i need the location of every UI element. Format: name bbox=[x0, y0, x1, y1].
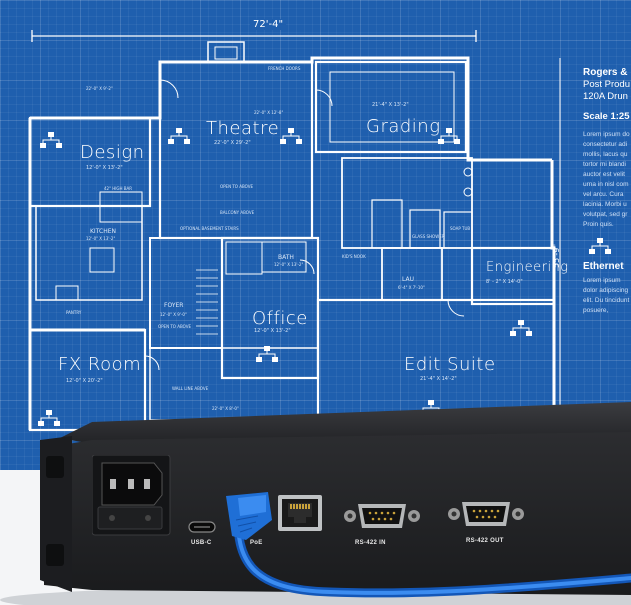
company-line-2: 120A Drun bbox=[583, 91, 628, 102]
overall-width-dimension: 72'-4" bbox=[250, 19, 287, 30]
room-design-label: Design bbox=[80, 142, 145, 163]
info-panel: Rogers & Post Produ 120A Drun Scale 1:25… bbox=[583, 66, 631, 316]
network-icon bbox=[280, 128, 302, 144]
company-name: Rogers & bbox=[583, 67, 628, 78]
label-glass-shower: GLASS SHOWER bbox=[412, 234, 445, 239]
network-icon bbox=[510, 320, 532, 336]
network-icon bbox=[40, 132, 62, 148]
room-kitchen-size: 12'-0" X 13'-2" bbox=[86, 236, 116, 241]
label-high-bar: 42" HIGH BAR bbox=[104, 186, 133, 191]
network-icon bbox=[589, 238, 611, 254]
ethernet-body-text: Lorem ipsum dolor adipiscing elit. Du ti… bbox=[583, 277, 630, 314]
network-icon bbox=[168, 128, 190, 144]
ethernet-port-icon[interactable] bbox=[278, 495, 322, 531]
room-office-label: Office bbox=[252, 308, 308, 329]
room-pantry-label: PANTRY bbox=[66, 310, 82, 315]
room-engineering-label: Engineering bbox=[486, 260, 569, 275]
room-grading-size: 21'-4" X 13'-2" bbox=[372, 102, 409, 108]
network-icon bbox=[256, 346, 278, 362]
room-theatre-label: Theatre bbox=[206, 118, 280, 139]
room-fx-size: 12'-0" X 20'-2" bbox=[66, 378, 103, 384]
port-label-poe: PoE bbox=[250, 540, 263, 546]
label-open-above: OPEN TO ABOVE bbox=[220, 184, 253, 189]
label-open-foyer: OPEN TO ABOVE bbox=[158, 324, 191, 329]
room-lau-label: LAU bbox=[402, 276, 414, 283]
label-dim-bottom: 22'-0" X 8'-0" bbox=[212, 406, 239, 411]
room-bath-size: 12'-0" X 13'-2" bbox=[274, 262, 304, 267]
port-label-rs422-in: RS-422 IN bbox=[355, 540, 386, 546]
label-optional-basement: OPTIONAL BASEMENT STAIRS bbox=[180, 226, 239, 231]
label-dim-theatre-alt: 22'-0" X 12'-8" bbox=[254, 110, 284, 115]
company-line-1: Post Produ bbox=[583, 79, 630, 90]
ethernet-cable bbox=[226, 492, 631, 598]
room-office-size: 12'-0" X 13'-2" bbox=[254, 328, 291, 334]
info-body-text: Lorem ipsum do consectetur adi mollis, l… bbox=[583, 131, 630, 228]
port-label-usb-c: USB-C bbox=[191, 540, 212, 546]
room-design-size: 12'-0" X 13'-2" bbox=[86, 165, 123, 171]
room-bath-label: BATH bbox=[278, 254, 294, 261]
room-fx-label: FX Room bbox=[58, 354, 142, 375]
room-engineering-size: 8' - 2" X 14'-0" bbox=[486, 279, 523, 285]
port-label-rs422-out: RS-422 OUT bbox=[466, 538, 504, 544]
db9-connector-icon[interactable] bbox=[342, 500, 422, 532]
room-edit-suite-label: Edit Suite bbox=[404, 354, 496, 375]
network-icon bbox=[438, 128, 460, 144]
label-wall-line-above: WALL LINE ABOVE bbox=[172, 386, 209, 391]
room-kitchen-label: KITCHEN bbox=[90, 228, 116, 235]
label-kids-nook: KID'S NOOK bbox=[342, 254, 366, 259]
floor-plan bbox=[28, 30, 561, 432]
room-lau-size: 6'-4" X 7'-10" bbox=[398, 285, 425, 290]
label-french-doors: FRENCH DOORS bbox=[268, 66, 301, 71]
room-foyer-label: FOYER bbox=[164, 302, 184, 309]
label-balcony-above: BALCONY ABOVE bbox=[220, 210, 255, 215]
scale-label: Scale 1:25 bbox=[583, 111, 630, 122]
ethernet-heading: Ethernet bbox=[583, 261, 624, 272]
label-dim-top-left: 22'-0" X 9'-2" bbox=[86, 86, 113, 91]
power-inlet-icon bbox=[92, 455, 171, 536]
db9-connector-icon[interactable] bbox=[446, 498, 526, 530]
label-soap-tub: SOAP TUB bbox=[450, 226, 471, 231]
room-grading-label: Grading bbox=[366, 116, 441, 137]
device-chassis bbox=[0, 402, 631, 605]
room-theatre-size: 22'-0" X 29'-2" bbox=[214, 140, 251, 146]
usb-c-port-icon[interactable] bbox=[188, 520, 216, 534]
room-edit-suite-size: 21'-4" X 14'-2" bbox=[420, 376, 457, 382]
network-icon bbox=[38, 410, 60, 426]
room-foyer-size: 12'-0" X 9'-0" bbox=[160, 312, 187, 317]
